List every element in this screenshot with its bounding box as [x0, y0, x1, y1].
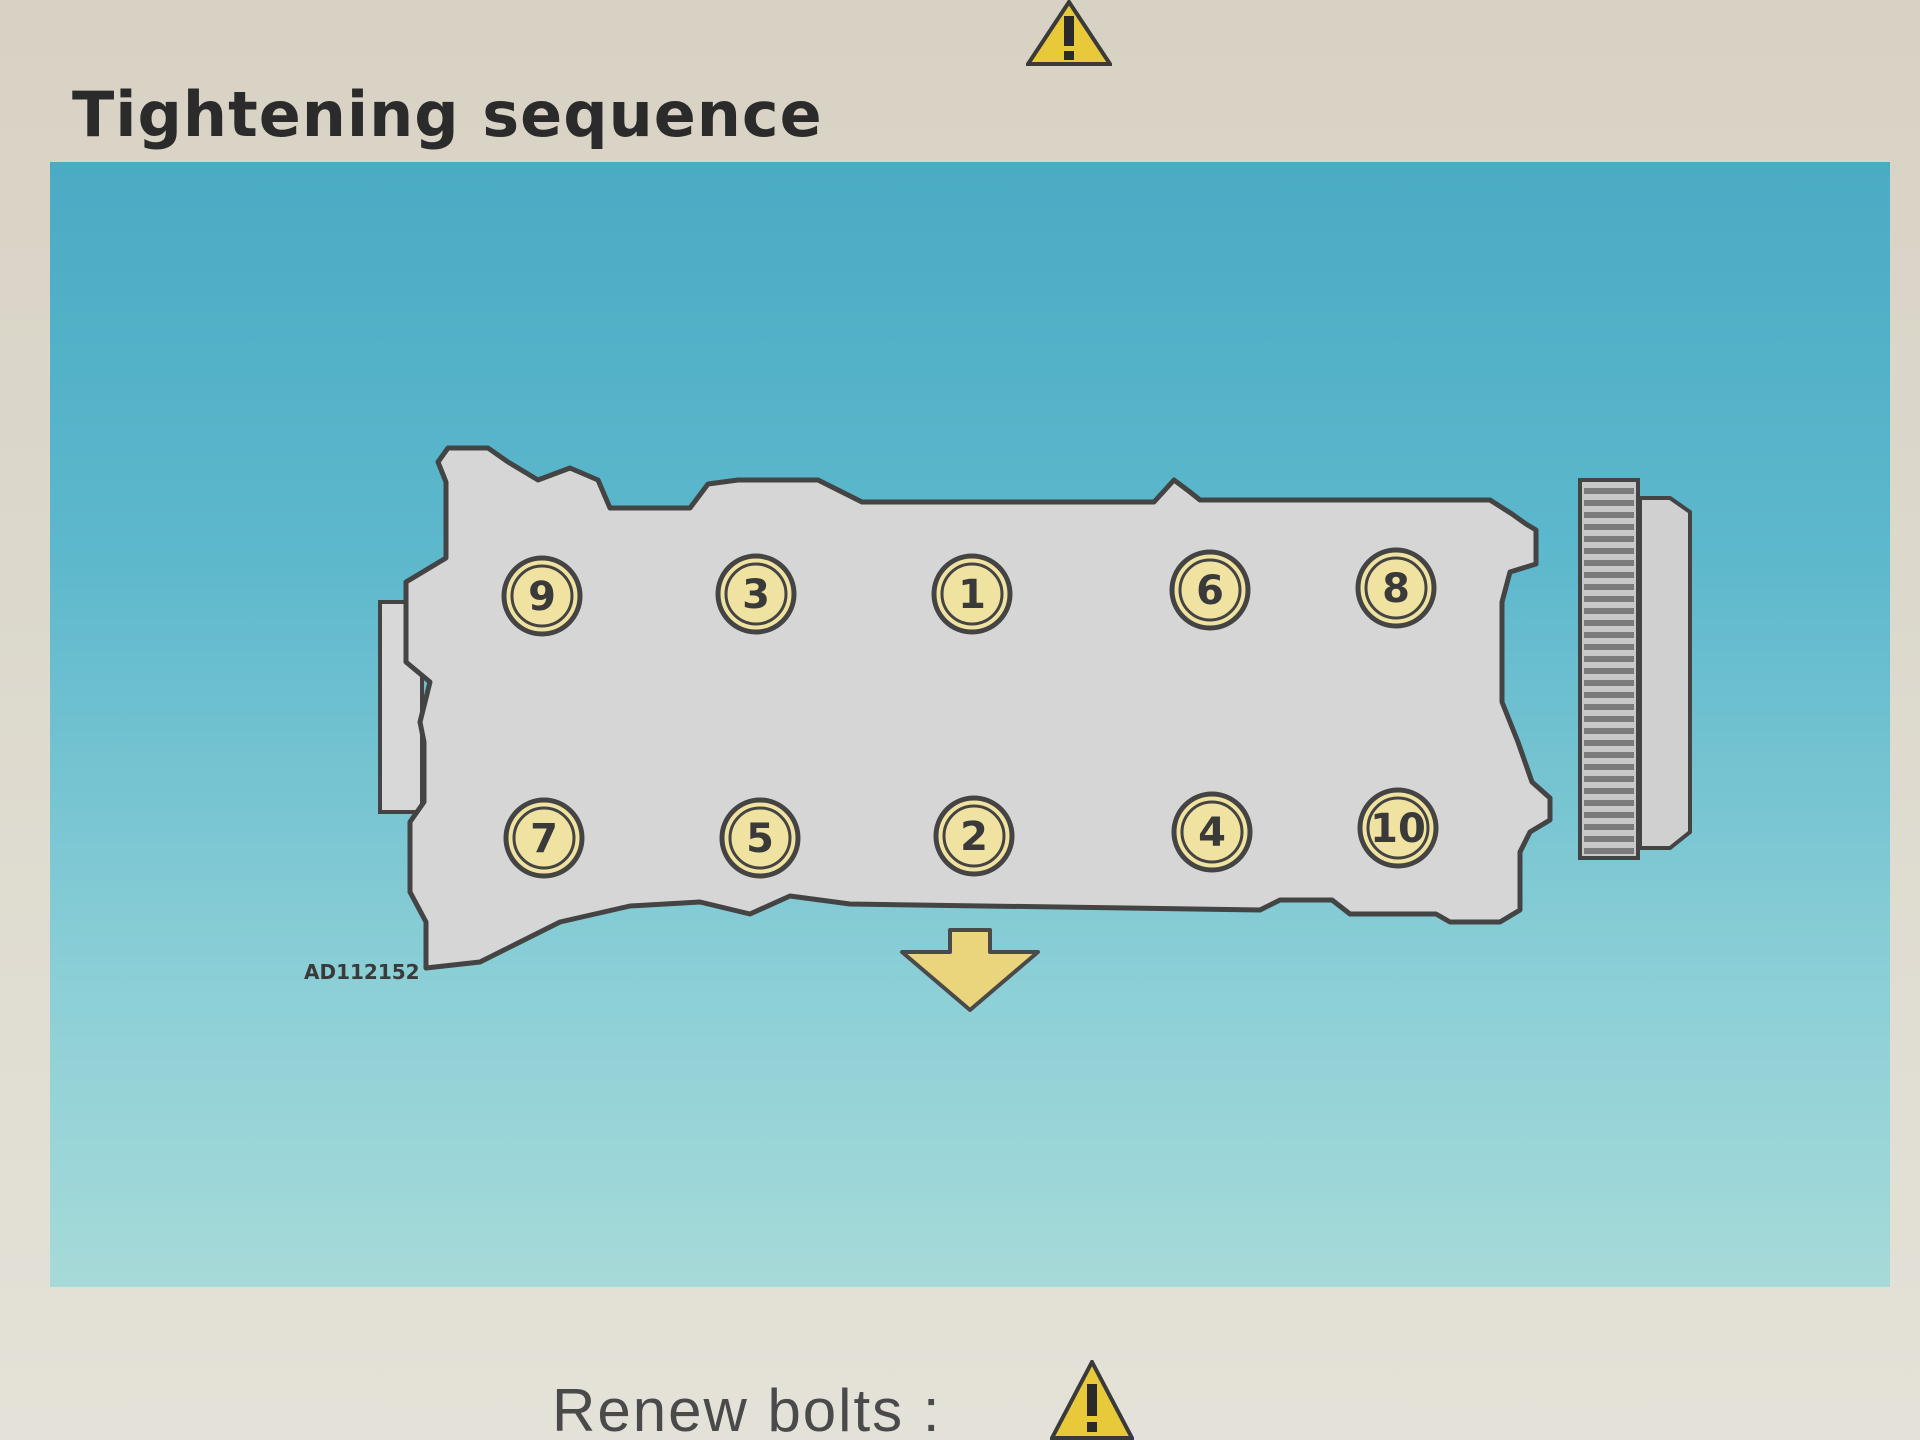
down-arrow-icon [900, 928, 1040, 1012]
gear-tooth [1584, 788, 1634, 794]
bolt-10: 10 [1357, 787, 1439, 869]
gear-tooth [1584, 656, 1634, 662]
bolt-label: 10 [1370, 806, 1426, 852]
gear-tooth [1584, 800, 1634, 806]
bolt-label: 3 [742, 572, 770, 618]
gear-tooth [1584, 716, 1634, 722]
bolt-label: 8 [1382, 566, 1410, 612]
cylinder-head-diagram: 9 3 1 6 8 7 5 2 4 10 [378, 445, 1692, 1012]
gear-tooth [1584, 536, 1634, 542]
warning-triangle-icon [1026, 0, 1112, 66]
gear-tooth [1584, 740, 1634, 746]
bolt-2: 2 [933, 795, 1015, 877]
bolt-8: 8 [1355, 547, 1437, 629]
gear-tooth [1584, 704, 1634, 710]
warning-triangle-icon [1050, 1360, 1134, 1440]
bolt-label: 6 [1196, 568, 1224, 614]
gear-tooth [1584, 524, 1634, 530]
gear-teeth [1584, 488, 1634, 854]
gear-tooth [1584, 512, 1634, 518]
gear-tooth [1584, 680, 1634, 686]
bolt-6: 6 [1169, 549, 1251, 631]
gear-tooth [1584, 848, 1634, 854]
bolt-label: 9 [528, 574, 556, 620]
gear-tooth [1584, 764, 1634, 770]
gear-tooth [1584, 608, 1634, 614]
tightening-sequence-figure: 9 3 1 6 8 7 5 2 4 10 AD112152 [50, 162, 1890, 1287]
gear-tooth [1584, 500, 1634, 506]
gear-tooth [1584, 572, 1634, 578]
cylinder-head-outline [403, 445, 1553, 971]
bolt-4: 4 [1171, 791, 1253, 873]
gear-tooth [1584, 596, 1634, 602]
gear-tooth [1584, 728, 1634, 734]
gear-tooth [1584, 560, 1634, 566]
bolt-1: 1 [931, 553, 1013, 635]
gear-tooth [1584, 812, 1634, 818]
bolt-group: 9 3 1 6 8 7 5 2 4 10 [501, 547, 1439, 879]
page-title: Tightening sequence [72, 78, 823, 151]
figure-code: AD112152 [304, 960, 420, 984]
gear-tooth [1584, 644, 1634, 650]
gear-tooth [1584, 548, 1634, 554]
bolt-3: 3 [715, 553, 797, 635]
bolt-label: 1 [958, 572, 986, 618]
gear-tooth [1584, 632, 1634, 638]
bolt-label: 7 [530, 816, 558, 862]
bolt-5: 5 [719, 797, 801, 879]
gear-tooth [1584, 584, 1634, 590]
gear-tooth [1584, 836, 1634, 842]
gear-tooth [1584, 824, 1634, 830]
renew-bolts-label: Renew bolts : [552, 1377, 942, 1440]
gear-tooth [1584, 752, 1634, 758]
gear-tooth [1584, 692, 1634, 698]
bolt-9: 9 [501, 555, 583, 637]
gear-tooth [1584, 776, 1634, 782]
gear-housing [1638, 496, 1692, 850]
bolt-7: 7 [503, 797, 585, 879]
gear-tooth [1584, 488, 1634, 494]
bolt-label: 5 [746, 816, 774, 862]
bolt-label: 4 [1198, 810, 1226, 856]
gear-tooth [1584, 620, 1634, 626]
gear-tooth [1584, 668, 1634, 674]
bolt-label: 2 [960, 814, 988, 860]
